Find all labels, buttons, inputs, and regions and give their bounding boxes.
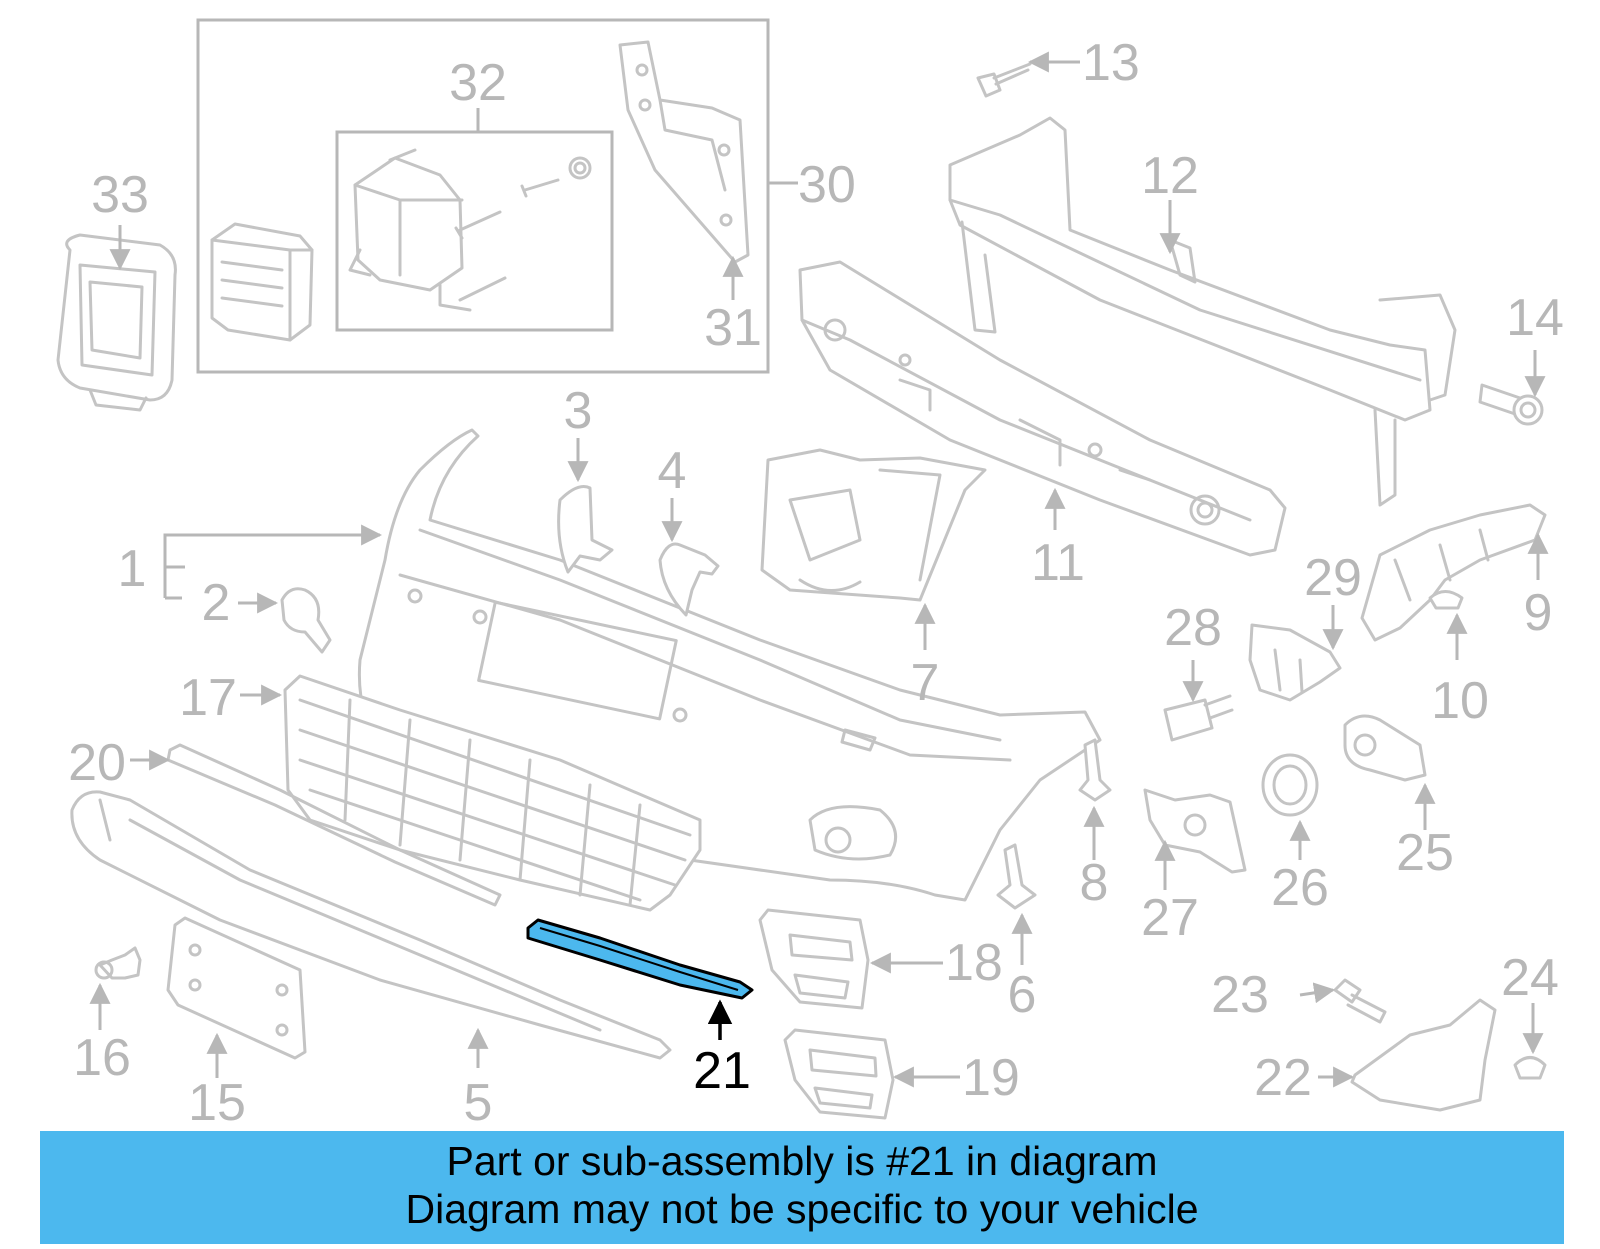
part-7-side-bracket: [760, 448, 987, 602]
part-28-sensor: [1163, 694, 1234, 742]
label-17: 17: [179, 669, 237, 727]
label-6: 6: [1008, 966, 1037, 1024]
part-12-reinforcement-beam: [948, 116, 1457, 507]
part-11-energy-absorber: [798, 260, 1287, 557]
label-33: 33: [91, 166, 149, 224]
part-19-side-insert: [783, 1028, 895, 1120]
label-21: 21: [693, 1042, 751, 1100]
label-12: 12: [1141, 147, 1199, 205]
label-9: 9: [1524, 584, 1553, 642]
label-10: 10: [1431, 672, 1489, 730]
label-4: 4: [658, 442, 687, 500]
banner-line-1: Part or sub-assembly is #21 in diagram: [446, 1138, 1158, 1184]
part-15-plate-bracket: [166, 916, 307, 1060]
part-26-sensor-ring: [1261, 753, 1319, 817]
part-32-radar-module: [210, 148, 592, 342]
label-7: 7: [911, 654, 940, 712]
part-29-bracket: [1248, 623, 1342, 702]
label-16: 16: [73, 1029, 131, 1087]
label-5: 5: [464, 1074, 493, 1132]
label-1: 1: [118, 540, 147, 598]
label-13: 13: [1082, 34, 1140, 92]
part-14-bolt: [1478, 383, 1544, 426]
label-32: 32: [449, 54, 507, 112]
label-31: 31: [704, 299, 762, 357]
label-22: 22: [1254, 1049, 1312, 1107]
part-3-bracket: [557, 485, 614, 574]
assembly-box-30: [196, 18, 770, 374]
label-24: 24: [1501, 949, 1559, 1007]
part-8-screw: [1078, 738, 1112, 802]
leader-arrows: [89, 51, 1549, 1088]
label-11: 11: [1031, 534, 1085, 592]
label-19: 19: [962, 1049, 1020, 1107]
part-21-highlighted-strip: [526, 918, 754, 1000]
part-2-tow-cap: [280, 587, 332, 654]
part-25-parking-sensor: [1343, 714, 1427, 782]
part-16-push-pin: [94, 946, 142, 980]
label-26: 26: [1271, 859, 1329, 917]
label-15: 15: [188, 1074, 246, 1132]
label-29: 29: [1304, 549, 1362, 607]
part-22-bracket: [1350, 998, 1497, 1112]
part-33-sensor-cover: [56, 233, 177, 412]
part-24-clip: [1513, 1056, 1547, 1080]
callout-labels: 33 32 30 31 13 12 14 11 3 4 7 1 2 9 10 1…: [68, 34, 1564, 1132]
label-27: 27: [1141, 889, 1199, 947]
part-13-bolt: [976, 62, 1032, 98]
label-18: 18: [945, 934, 1003, 992]
label-2: 2: [202, 574, 231, 632]
part-20-trim-strip: [166, 743, 502, 907]
label-14: 14: [1506, 289, 1564, 347]
label-8: 8: [1080, 854, 1109, 912]
label-20: 20: [68, 734, 126, 792]
part-5-lower-spoiler: [70, 790, 672, 1060]
part-18-side-insert: [758, 908, 870, 1010]
part-30-bracket: [618, 40, 750, 264]
part-23-bolt: [1333, 978, 1387, 1024]
banner-line-2: Diagram may not be specific to your vehi…: [405, 1186, 1199, 1232]
label-25: 25: [1396, 824, 1454, 882]
part-6-screw: [996, 843, 1037, 910]
part-4-bracket: [658, 542, 720, 617]
info-banner: Part or sub-assembly is #21 in diagram D…: [40, 1131, 1564, 1244]
part-27-bracket: [1143, 788, 1247, 874]
part-10-clip: [1428, 590, 1464, 610]
label-3: 3: [564, 382, 593, 440]
assembly-box-32: [335, 130, 614, 332]
label-23: 23: [1211, 966, 1269, 1024]
label-30: 30: [798, 156, 856, 214]
part-9-guide-bracket: [1360, 503, 1547, 642]
label-28: 28: [1164, 599, 1222, 657]
